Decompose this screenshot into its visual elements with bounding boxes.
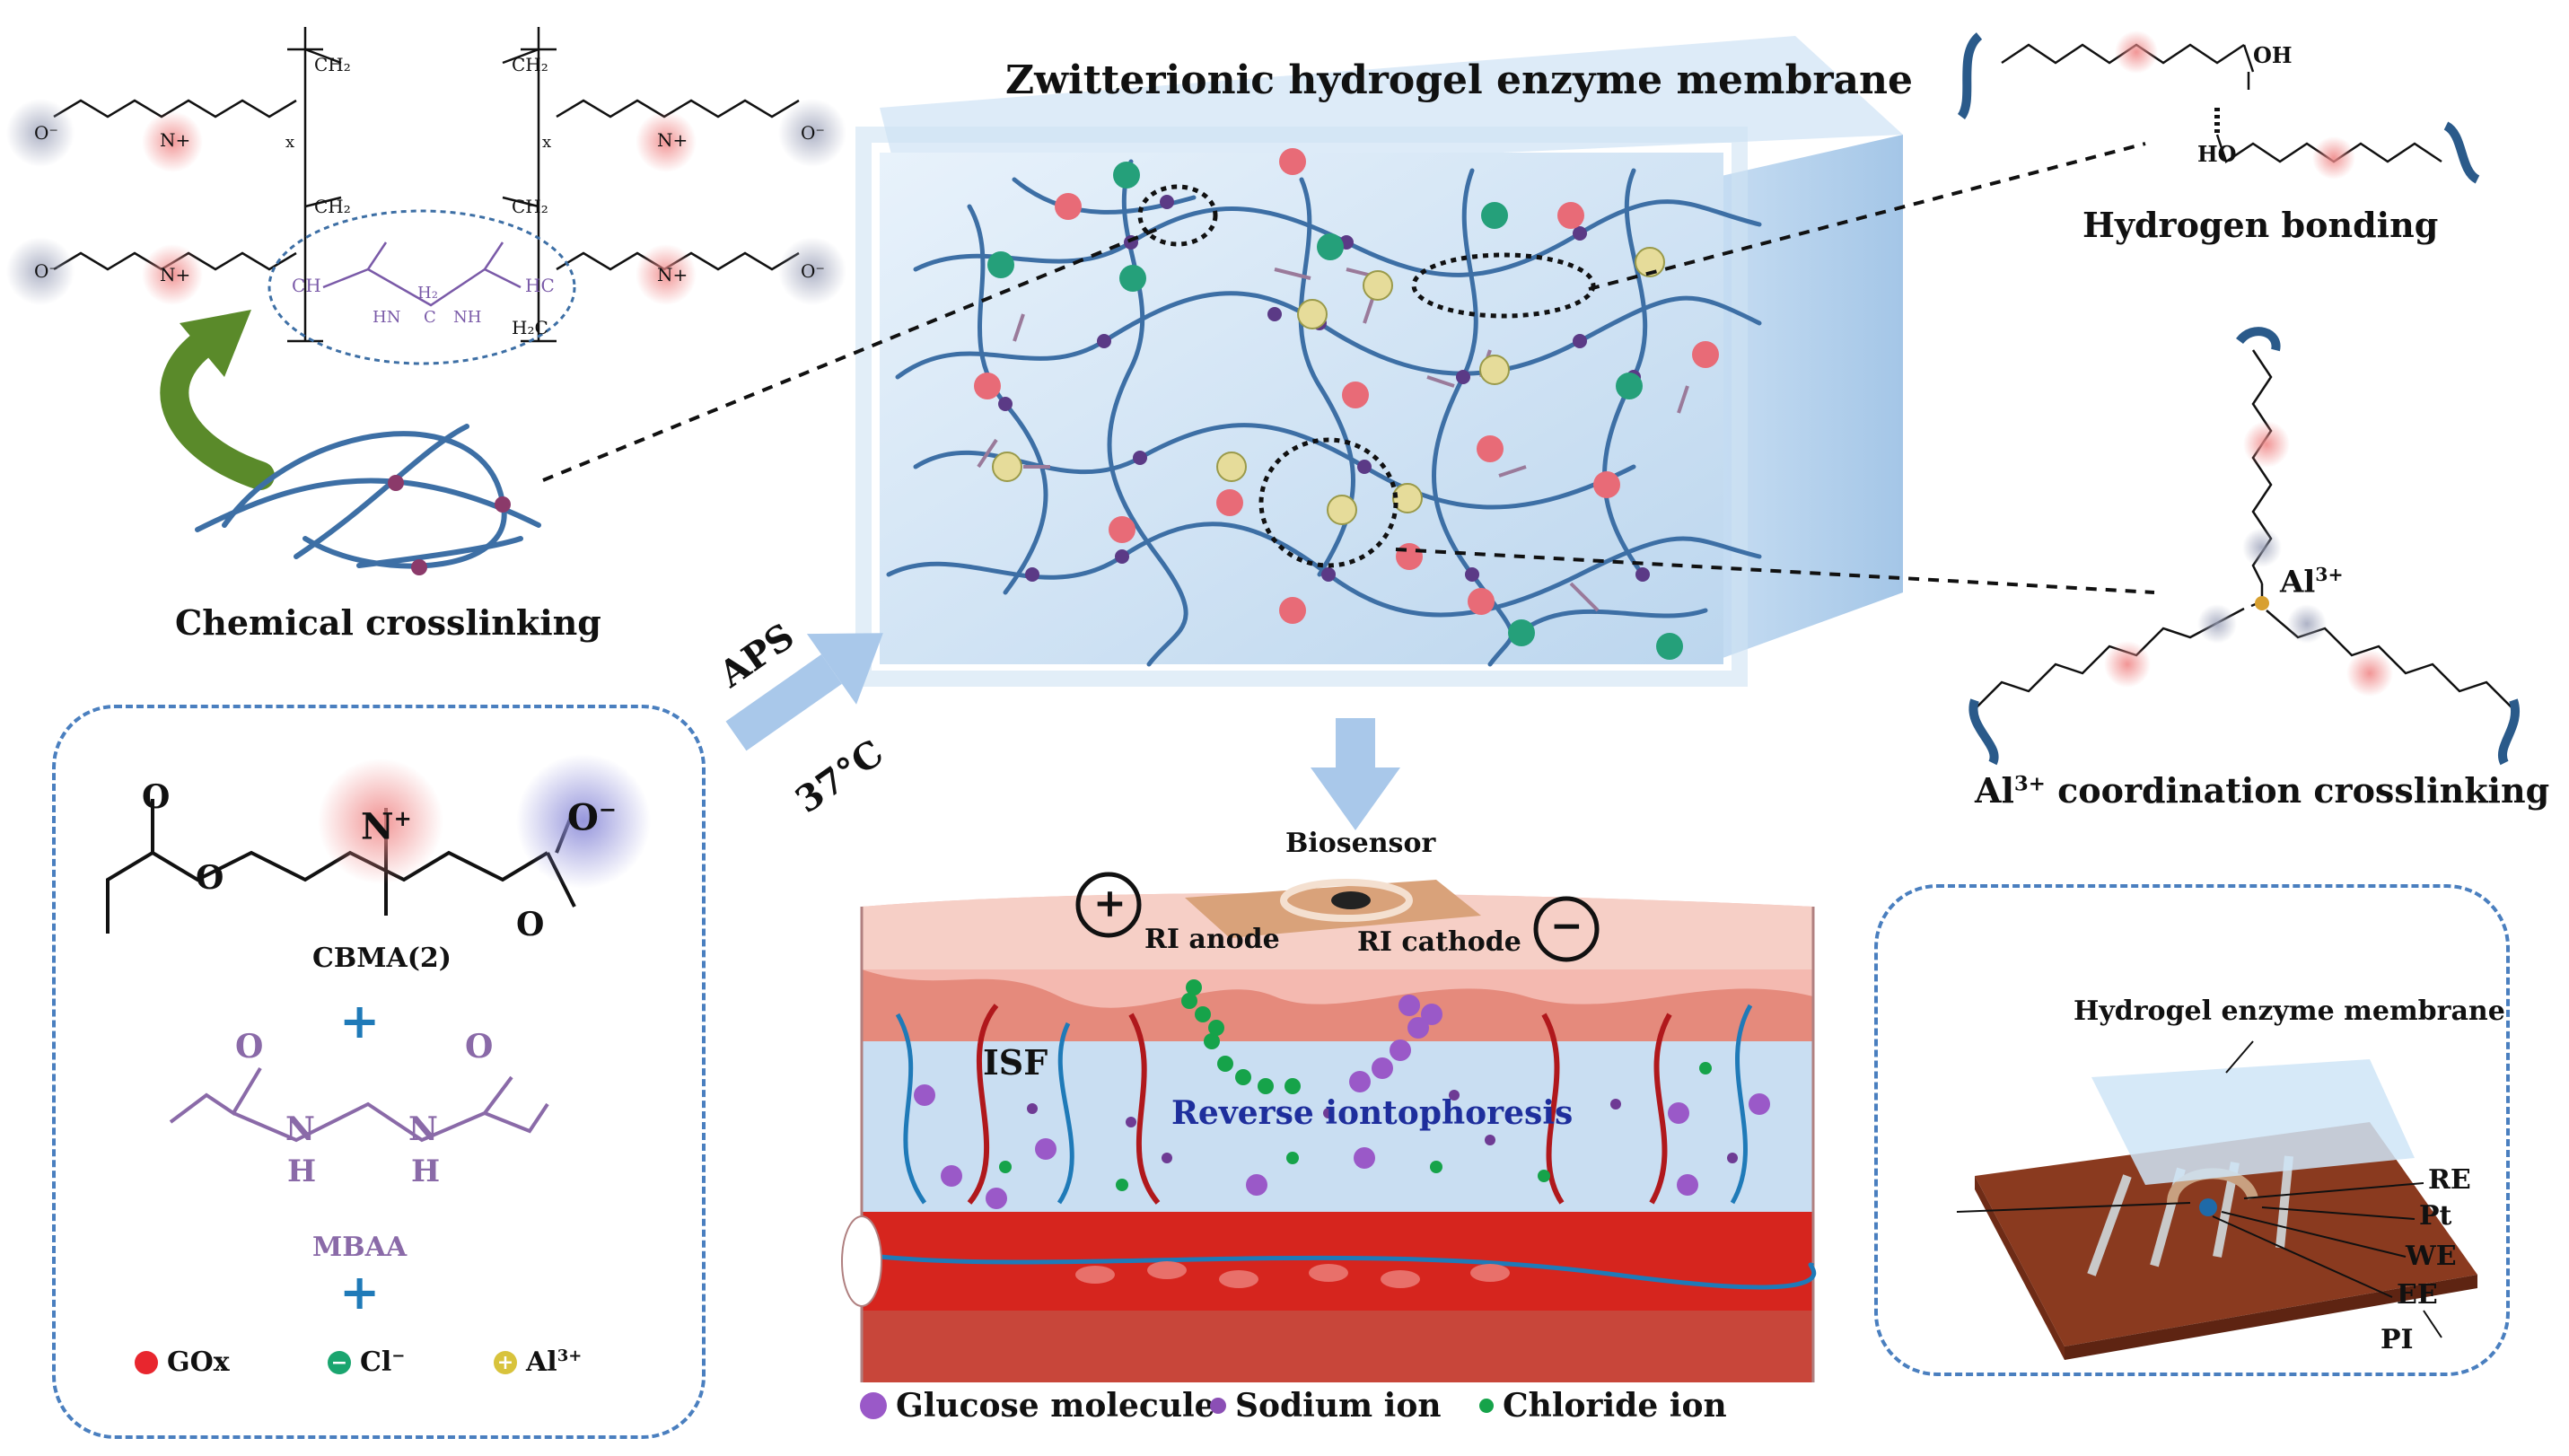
al-coord-prefix: Al: [1975, 770, 2014, 811]
ri-cathode-label: RI cathode: [1357, 926, 1521, 958]
reagent-legend-label: Cl−: [360, 1346, 406, 1378]
hydrogen-bonding-label: Hydrogen bonding: [2082, 205, 2439, 245]
chem-hn: HN: [373, 308, 401, 327]
diagram-title: Zwitterionic hydrogel enzyme membrane: [1005, 57, 1914, 103]
reagents-box: [52, 705, 706, 1439]
cbma-o: O: [567, 796, 599, 839]
reagent-legend-item: −Cl−: [328, 1346, 405, 1378]
bottom-legend-label: Sodium ion: [1235, 1387, 1442, 1425]
plus-2: +: [339, 1263, 381, 1320]
al-coord-suffix: coordination crosslinking: [2045, 770, 2550, 811]
reagent-legend-label: Al3+: [526, 1346, 583, 1378]
al-center-text: Al: [2280, 564, 2316, 601]
chem-nplus-2: N+: [160, 264, 191, 285]
chem-h2: H₂: [417, 284, 438, 303]
electrode-pt: Pt: [2419, 1200, 2452, 1232]
chem-x-2: x: [542, 133, 552, 152]
chem-nplus-4: N+: [657, 264, 688, 285]
reagent-legend-item: GOx: [135, 1346, 230, 1378]
reagent-legend-dot: +: [494, 1350, 517, 1374]
electrode-re: RE: [2428, 1164, 2471, 1196]
chem-ch2-1: CH₂: [314, 54, 351, 75]
membrane-label: Hydrogel enzyme membrane: [2074, 996, 2505, 1027]
al-center-label: Al3+: [2280, 564, 2344, 601]
cbma-n-sup: +: [393, 805, 412, 831]
chem-hc: HC: [525, 275, 555, 296]
cbma-o-2: O: [196, 859, 224, 897]
chem-ch: CH: [292, 275, 321, 296]
mbaa-h1: H: [287, 1153, 317, 1189]
mbaa-o2: O: [465, 1028, 494, 1066]
al-coordination-label: Al3+ coordination crosslinking: [1975, 774, 2549, 808]
chem-ominus-3: O⁻: [801, 122, 825, 144]
reagent-legend: GOx −Cl− + Al3+: [135, 1346, 637, 1382]
cbma-nplus: N+: [361, 808, 412, 845]
chem-ho: HO: [2197, 141, 2237, 167]
bottom-legend-item: Sodium ion: [1210, 1387, 1442, 1425]
chem-nplus-1: N+: [160, 129, 191, 151]
chem-x-1: x: [285, 133, 295, 152]
electrode-we: WE: [2406, 1241, 2457, 1272]
mbaa-label: MBAA: [312, 1232, 408, 1263]
chem-ominus-4: O⁻: [801, 260, 825, 282]
chem-h2c: H₂C: [512, 317, 548, 338]
al-center-sup: 3+: [2315, 564, 2344, 585]
cbma-o-3: O: [516, 906, 545, 943]
chem-ominus-2: O⁻: [34, 260, 58, 282]
electrode-ee: EE: [2397, 1279, 2438, 1311]
device-box: [1874, 884, 2510, 1376]
reagent-legend-dot: −: [328, 1350, 351, 1374]
cbma-o-1: O: [142, 778, 171, 816]
chem-nh: NH: [453, 308, 482, 327]
chem-oh: OH: [2253, 42, 2293, 68]
cathode-symbol: −: [1550, 903, 1583, 949]
bottom-legend-dot: [1479, 1399, 1494, 1413]
substrate-pi: PI: [2380, 1324, 2414, 1355]
chem-ch2-3: CH₂: [314, 196, 351, 217]
bottom-legend: Glucose molecule Sodium ion Chloride ion: [860, 1387, 1758, 1432]
biosensor-label: Biosensor: [1285, 828, 1436, 859]
plus-1: +: [339, 992, 381, 1049]
bottom-legend-label: Glucose molecule: [896, 1387, 1215, 1425]
chem-nplus-3: N+: [657, 129, 688, 151]
reagent-legend-sup: −: [391, 1346, 406, 1365]
mbaa-n2: N: [408, 1110, 438, 1148]
reagent-legend-sup: 3+: [557, 1346, 583, 1365]
mbaa-o1: O: [235, 1028, 264, 1066]
bottom-legend-dot: [1210, 1398, 1226, 1414]
chemical-crosslinking-label: Chemical crosslinking: [175, 602, 601, 643]
isf-label: ISF: [983, 1042, 1048, 1083]
reagent-legend-item: + Al3+: [494, 1346, 582, 1378]
bottom-legend-label: Chloride ion: [1503, 1387, 1727, 1425]
mbaa-h2: H: [411, 1153, 441, 1189]
ri-anode-label: RI anode: [1144, 924, 1280, 955]
chem-c: C: [424, 308, 436, 327]
reagent-legend-label: GOx: [167, 1346, 230, 1378]
al-coord-sup: 3+: [2013, 772, 2046, 796]
cbma-n: N: [361, 805, 394, 848]
reverse-iontophoresis-label: Reverse iontophoresis: [1171, 1094, 1574, 1132]
bottom-legend-item: Chloride ion: [1479, 1387, 1727, 1425]
cbma-label: CBMA(2): [312, 943, 452, 974]
reagent-legend-dot: [135, 1350, 158, 1374]
chem-ch2-4: CH₂: [512, 196, 548, 217]
bottom-legend-item: Glucose molecule: [860, 1387, 1215, 1425]
chem-ominus-1: O⁻: [34, 122, 58, 144]
bottom-legend-dot: [860, 1392, 887, 1419]
chem-ch2-2: CH₂: [512, 54, 548, 75]
anode-symbol: +: [1093, 881, 1127, 926]
cbma-ominus: O−: [567, 799, 617, 836]
mbaa-n1: N: [285, 1110, 315, 1148]
cbma-o-sup: −: [598, 796, 617, 822]
